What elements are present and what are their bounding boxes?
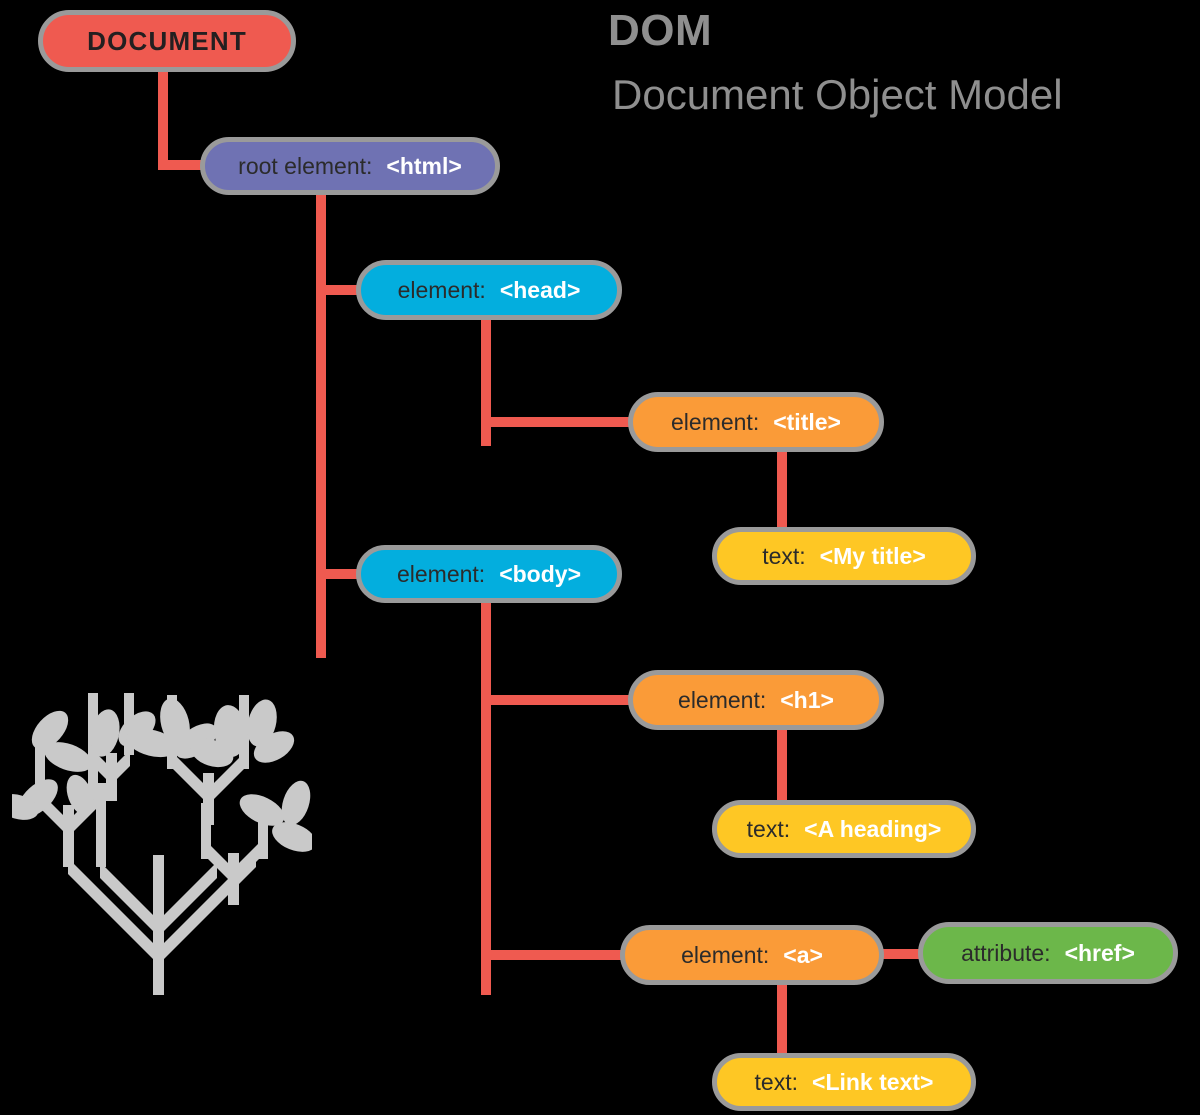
node-title-text-label: text:: [762, 542, 806, 569]
node-title-label: element:: [671, 408, 760, 435]
node-h1-text-label: text:: [746, 815, 791, 842]
node-title-text-tag: <My title>: [819, 542, 926, 569]
dom-tree-logo: [12, 693, 312, 995]
node-anchor-text-label: text:: [754, 1068, 799, 1095]
connector-anchor-to-text: [777, 981, 787, 1061]
connector-anchor-to-href: [876, 949, 926, 959]
node-anchor-label: element:: [681, 941, 770, 968]
node-body-tag: <body>: [499, 560, 582, 587]
node-anchor-text-tag: <Link text>: [812, 1068, 934, 1095]
node-element-body[interactable]: element: <body>: [356, 545, 622, 603]
connector-h1-to-text: [777, 726, 787, 808]
connector-body-to-h1: [481, 695, 633, 705]
connector-body-spine: [481, 599, 491, 995]
page-subtitle: Document Object Model: [612, 71, 1063, 118]
node-h1-tag: <h1>: [780, 686, 834, 713]
node-title-tag: <title>: [773, 408, 841, 435]
node-head-tag: <head>: [499, 276, 581, 303]
node-element-h1[interactable]: element: <h1>: [628, 670, 884, 730]
connector-html-to-body: [316, 569, 362, 579]
connector-html-to-head: [316, 285, 362, 295]
node-href-label: attribute:: [961, 939, 1051, 966]
node-document[interactable]: DOCUMENT: [38, 10, 296, 72]
connector-head-spine: [481, 316, 491, 446]
page-title: DOM: [608, 6, 713, 55]
node-anchor-tag: <a>: [783, 941, 823, 968]
connector-html-spine: [316, 188, 326, 658]
node-h1-text-tag: <A heading>: [804, 815, 942, 842]
node-head-label: element:: [397, 276, 486, 303]
node-element-title[interactable]: element: <title>: [628, 392, 884, 452]
connector-document-to-html-horizontal: [158, 160, 208, 170]
node-html-tag: <html>: [386, 152, 462, 179]
node-text-link-text[interactable]: text: <Link text>: [712, 1053, 976, 1111]
node-html-label: root element:: [238, 152, 373, 179]
node-element-anchor[interactable]: element: <a>: [620, 925, 884, 985]
node-document-label: DOCUMENT: [87, 25, 247, 56]
connector-body-to-anchor: [481, 950, 629, 960]
connector-title-to-text: [777, 448, 787, 534]
connector-head-to-title: [481, 417, 633, 427]
node-body-label: element:: [396, 560, 486, 587]
node-text-a-heading[interactable]: text: <A heading>: [712, 800, 976, 858]
node-attribute-href[interactable]: attribute: <href>: [918, 922, 1178, 984]
node-text-my-title[interactable]: text: <My title>: [712, 527, 976, 585]
connector-document-to-html-vertical: [158, 66, 168, 166]
node-h1-label: element:: [678, 686, 767, 713]
node-element-head[interactable]: element: <head>: [356, 260, 622, 320]
node-root-element-html[interactable]: root element: <html>: [200, 137, 500, 195]
node-href-tag: <href>: [1064, 939, 1135, 966]
